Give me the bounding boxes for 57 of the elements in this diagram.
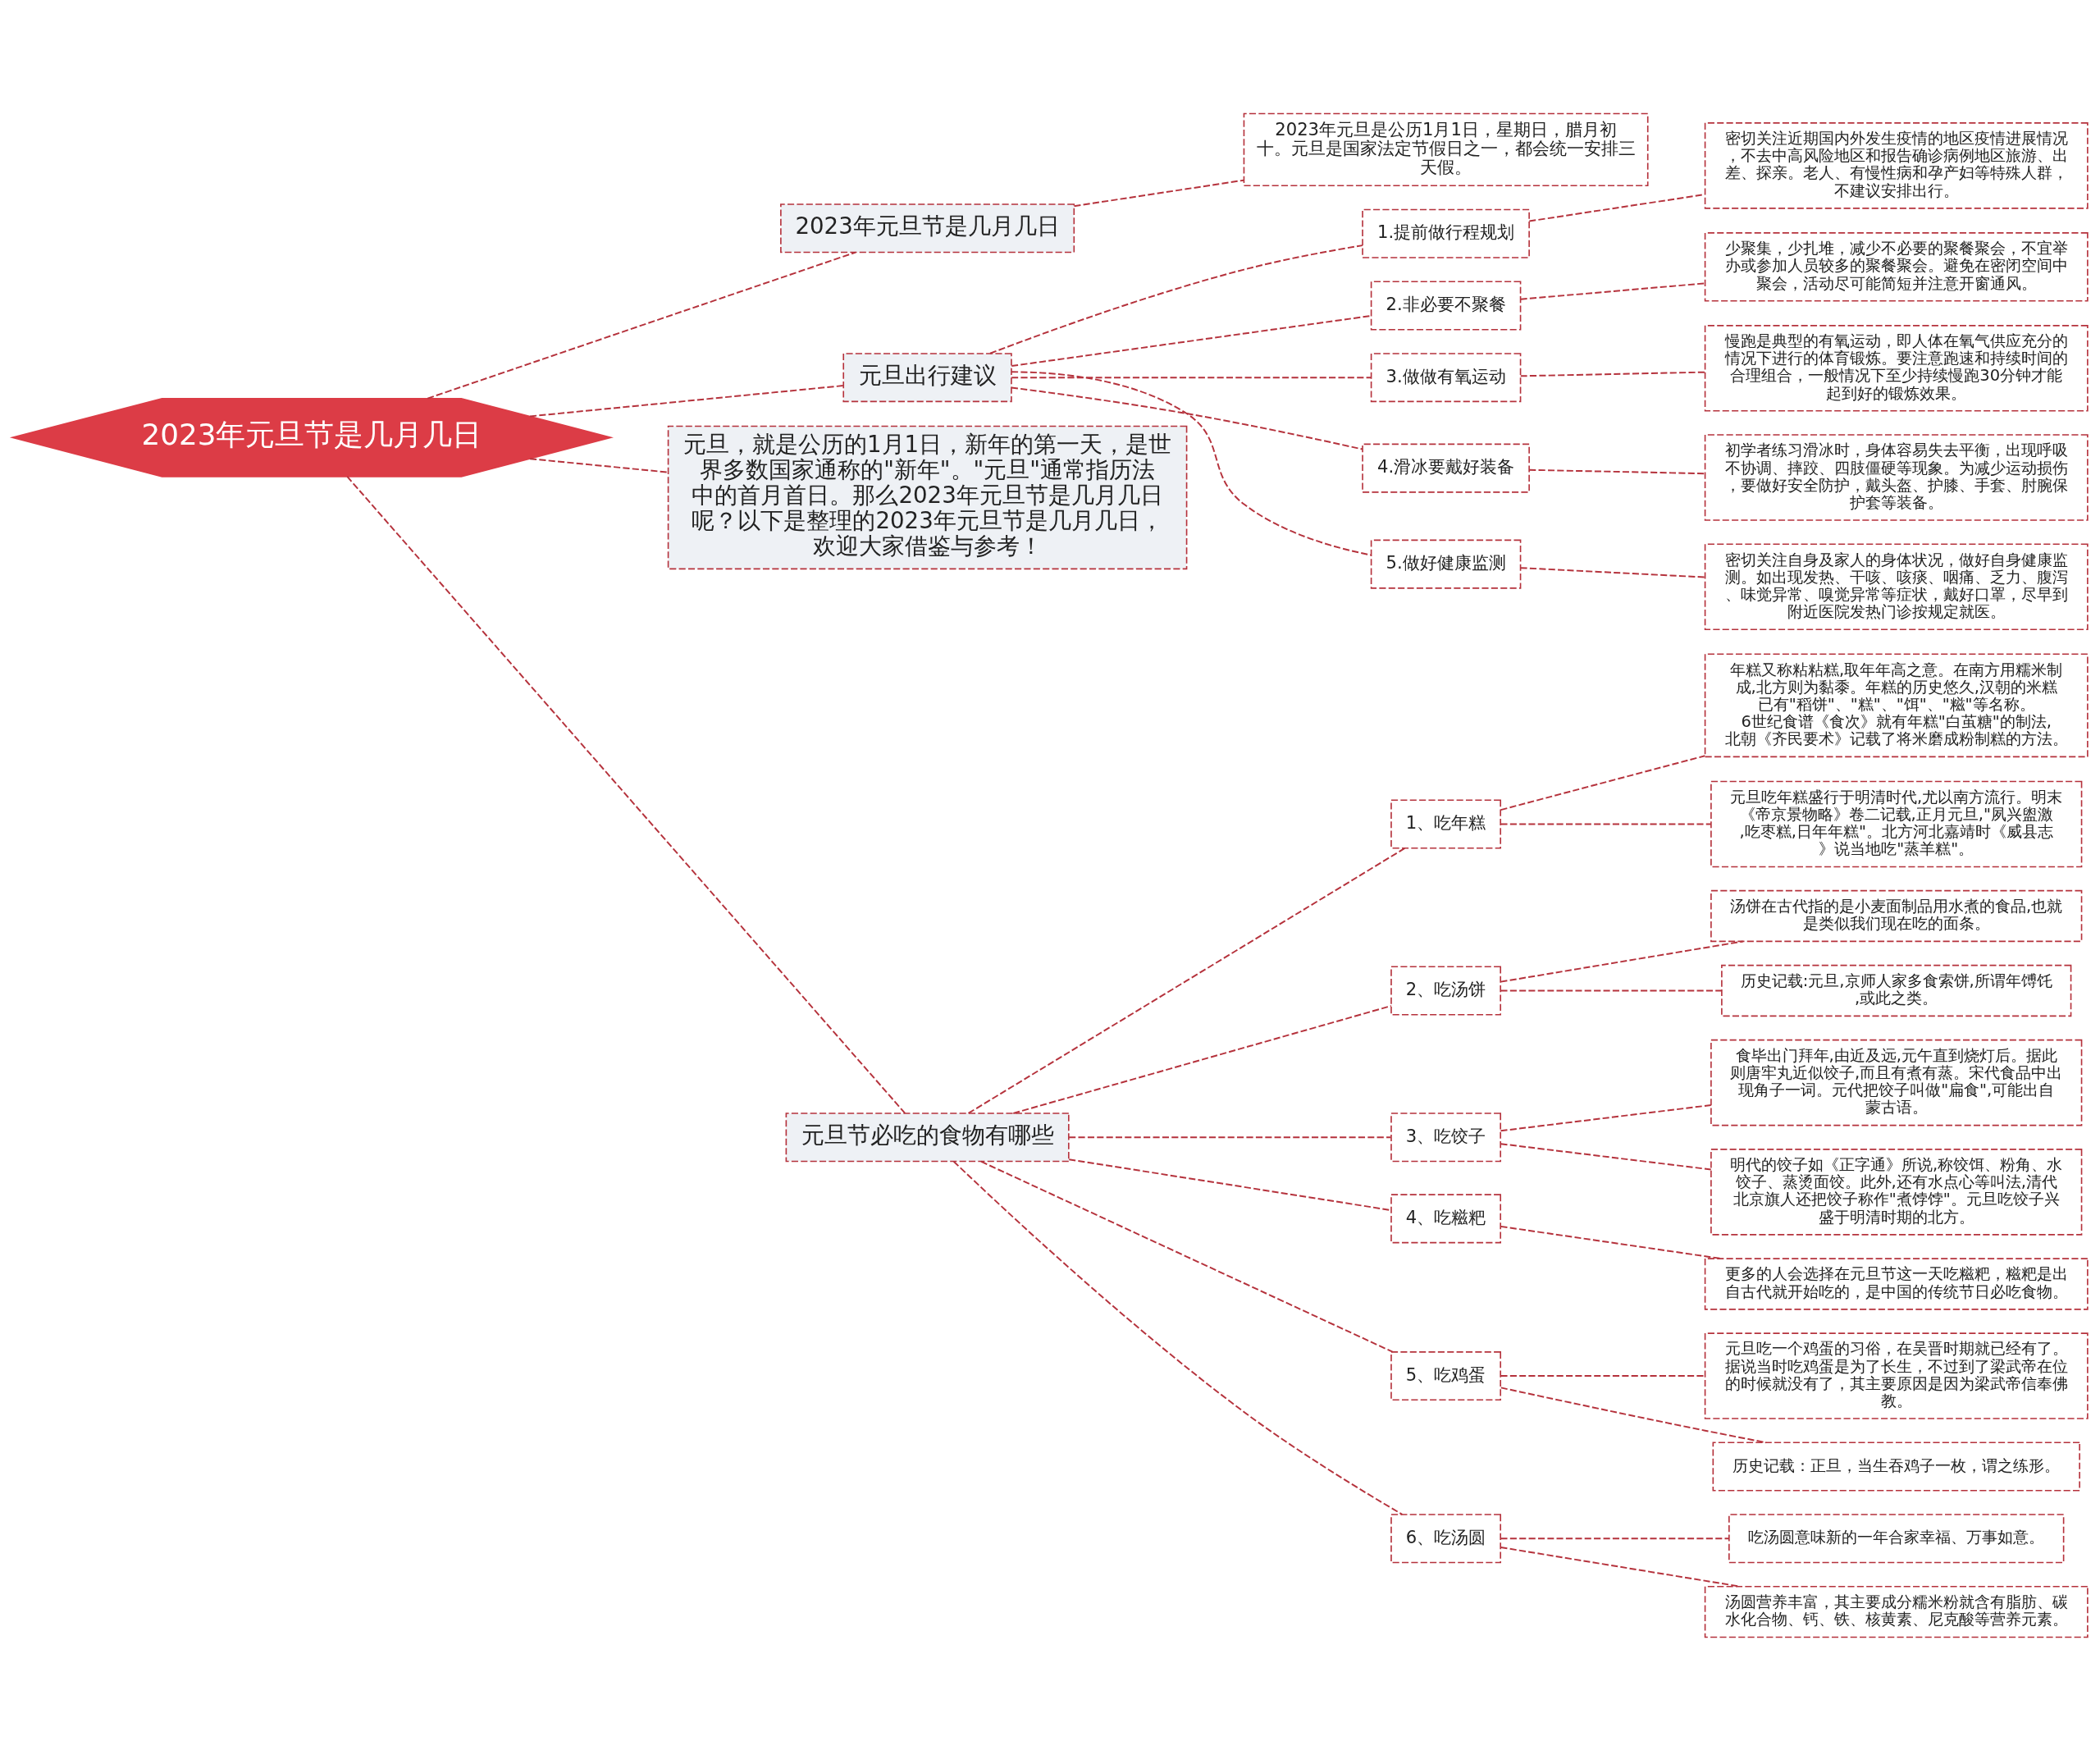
node-box: 食毕出门拜年,由近及远,元午直到烧灯后。据此则唐牢丸近似饺子,而且有煮有蒸。宋代食品中出现角子一词。元代把饺子叫做"扁食",可能出自蒙古语。 xyxy=(1710,1039,2083,1126)
connector xyxy=(1012,1004,1392,1114)
connector xyxy=(1519,566,1706,578)
node-box: 历史记载:元旦,京师人家多食索饼,所谓年馎饦,或此之类。 xyxy=(1721,964,2072,1017)
connector xyxy=(1011,370,1372,556)
connector xyxy=(1073,179,1244,207)
node-box: 明代的饺子如《正字通》所说,称饺饵、粉角、水饺子、蒸烫面饺。此外,还有水点心等叫法,清代北京旗人还把饺子称作"煮饽饽"。元旦吃饺子兴盛于明清时期的北方。 xyxy=(1710,1148,2083,1236)
connector xyxy=(529,457,669,473)
connector xyxy=(967,847,1406,1114)
connector xyxy=(1519,281,1706,300)
node-box: 汤圆营养丰富，其主要成分糯米粉就含有脂肪、碳水化合物、钙、铁、核黄素、尼克酸等营养元素。 xyxy=(1704,1585,2089,1638)
connector xyxy=(1068,1135,1392,1138)
node-box: 慢跑是典型的有氧运动，即人体在氧气供应充分的情况下进行的体育锻炼。要注意跑速和持续时间的合理组合，一般情况下至少持续慢跑30分钟才能起到好的锻炼效果。 xyxy=(1704,324,2089,412)
connector xyxy=(427,251,856,400)
node-box: 4.滑冰要戴好装备 xyxy=(1362,443,1530,493)
node-box: 初学者练习滑冰时，身体容易失去平衡，出现呼吸不协调、摔跤、四肢僵硬等现象。为减少运动损伤，要做好安全防护，戴头盔、护膝、手套、肘腕保护套等装备。 xyxy=(1704,433,2089,521)
node-box: 历史记载：正旦，当生吞鸡子一枚，谓之练形。 xyxy=(1712,1442,2080,1492)
node-box: 元旦吃年糕盛行于明清时代,尤以南方流行。明末《帝京景物略》卷二记载,正月元旦,"夙兴盥激,吃枣糕,日年年糕"。北方河北嘉靖时《威县志》说当地吃"蒸羊糕"。 xyxy=(1710,780,2083,867)
node-box: 6、吃汤圆 xyxy=(1390,1513,1501,1563)
connector xyxy=(1500,939,1744,983)
connector xyxy=(1528,468,1706,474)
node-box: 2、吃汤饼 xyxy=(1390,966,1501,1016)
node-box: 元旦，就是公历的1月1日，新年的第一天，是世界多数国家通称的"新年"。"元旦"通常指历法中的首月首日。那么2023年元旦节是几月几日呢？以下是整理的2023年元旦节是几月几日，欢迎大家借鉴与参考！ xyxy=(667,425,1188,569)
connector xyxy=(1519,371,1706,377)
connector xyxy=(1500,989,1723,991)
connector xyxy=(1500,822,1712,825)
node-box: 2.非必要不聚餐 xyxy=(1370,280,1522,330)
connector xyxy=(1011,386,1363,450)
node-box: 3.做做有氧运动 xyxy=(1370,352,1522,402)
connector xyxy=(980,1160,1394,1353)
node-box: 少聚集，少扎堆，减少不必要的聚餐聚会，不宜举办或参加人员较多的聚餐聚会。避免在密闭空间中聚会，活动尽可能简短并注意开窗通风。 xyxy=(1704,231,2089,302)
node-box: 2023年元旦是公历1月1日，星期日，腊月初十。元旦是国家法定节假日之一，都会统一安排三天假。 xyxy=(1243,112,1649,186)
connector xyxy=(1500,754,1706,811)
node-box: 密切关注自身及家人的身体状况，做好自身健康监测。如出现发热、干咳、咳痰、咽痛、乏力、腹泻、味觉异常、嗅觉异常等症状，戴好口罩，尽早到附近医院发热门诊按规定就医。 xyxy=(1704,542,2089,630)
connector xyxy=(1500,1142,1712,1170)
node-box: 元旦节必吃的食物有哪些 xyxy=(785,1112,1070,1162)
node-box: 吃汤圆意味新的一年合家幸福、万事如意。 xyxy=(1728,1513,2065,1563)
node-box: 2023年元旦节是几月几日 xyxy=(780,203,1075,253)
connector xyxy=(952,1160,1404,1515)
node-box: 5、吃鸡蛋 xyxy=(1390,1350,1501,1400)
node-box: 3、吃饺子 xyxy=(1390,1112,1501,1162)
node-box: 元旦出行建议 xyxy=(842,352,1012,402)
node-box: 密切关注近期国内外发生疫情的地区疫情进展情况，不去中高风险地区和报告确诊病例地区旅游、出差、探亲。老人、有慢性病和孕产妇等特殊人群，不建议安排出行。 xyxy=(1704,121,2089,209)
node-box: 元旦吃一个鸡蛋的习俗，在吴晋时期就已经有了。据说当时吃鸡蛋是为了长生，不过到了梁武帝在位的时候就没有了，其主要原因是因为梁武帝信奉佛教。 xyxy=(1704,1332,2089,1419)
node-box: 汤饼在古代指的是小麦面制品用水煮的食品,也就是类似我们现在吃的面条。 xyxy=(1710,889,2083,942)
node-box: 5.做好健康监测 xyxy=(1370,539,1522,589)
node-box: 1.提前做行程规划 xyxy=(1362,208,1530,258)
node-box: 4、吃糍粑 xyxy=(1390,1193,1501,1243)
node-box: 1、吃年糕 xyxy=(1390,798,1501,848)
connector xyxy=(346,475,906,1114)
connector xyxy=(529,384,844,417)
node-box: 年糕又称粘粘糕,取年年高之意。在南方用糯米制成,北方则为黏黍。年糕的历史悠久,汉朝的米糕已有"稻饼"、"糕"、"饵"、"糍"等名称。6世纪食谱《食次》就有年糕"白茧糖"的制法,北朝《齐民要术》记载了将米磨成粉制糕的方法。 xyxy=(1704,653,2089,757)
connector xyxy=(989,244,1363,354)
connector xyxy=(1011,376,1372,378)
connector xyxy=(1500,1537,1730,1539)
node-box: 更多的人会选择在元旦节这一天吃糍粑，糍粑是出自古代就开始吃的，是中国的传统节日必吃食物。 xyxy=(1704,1257,2089,1310)
connector xyxy=(1500,1103,1712,1131)
